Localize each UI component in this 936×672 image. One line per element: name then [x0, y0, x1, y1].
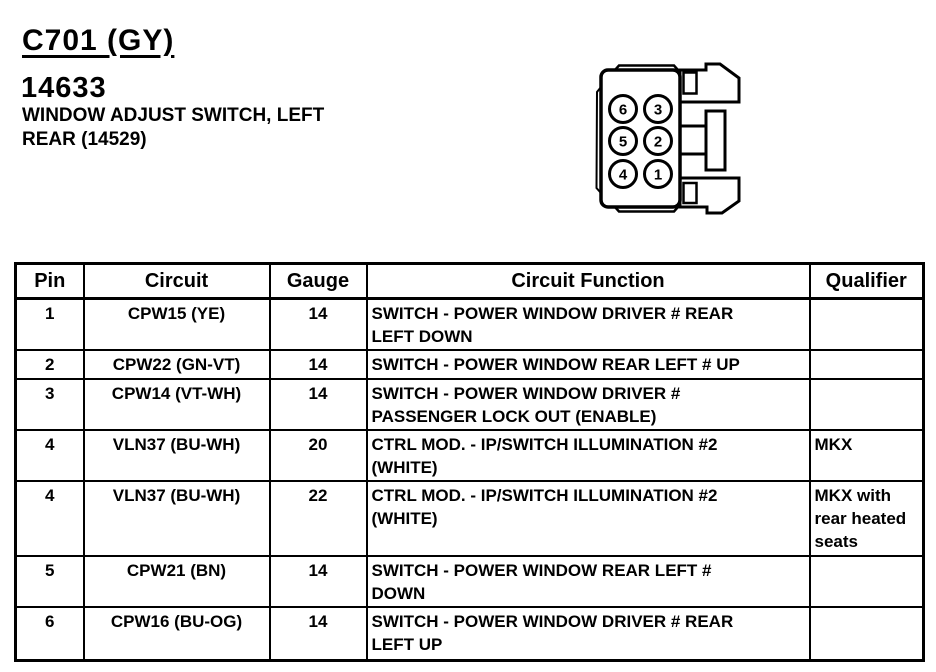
function-cell: SWITCH - POWER WINDOW REAR LEFT # UP: [365, 349, 811, 380]
pin-cell: 1: [14, 297, 85, 351]
gauge-cell: 14: [268, 555, 368, 608]
part-description: WINDOW ADJUST SWITCH, LEFT REAR (14529): [22, 105, 325, 150]
pin-number: 4: [619, 167, 628, 184]
pin-number: 2: [654, 134, 662, 151]
pin-circle-1: [643, 159, 673, 189]
gauge-cell: 14: [268, 349, 368, 380]
connector-latch-slot-top: [682, 71, 698, 95]
function-cell: SWITCH - POWER WINDOW DRIVER # REAR LEFT…: [365, 606, 811, 661]
connector-latch-middle-arm: [678, 124, 709, 156]
circuit-cell: CPW22 (GN-VT): [82, 349, 271, 380]
gauge-cell: 22: [268, 480, 368, 557]
column-header-circuit: Circuit: [82, 262, 271, 300]
part-number: 14633: [21, 72, 107, 104]
pin-circle-3: [643, 94, 673, 124]
column-header-pin: Pin: [14, 262, 85, 300]
circuit-cell: CPW15 (YE): [82, 297, 271, 351]
qualifier-cell: [808, 349, 925, 380]
function-cell: SWITCH - POWER WINDOW REAR LEFT # DOWN: [365, 555, 811, 608]
pin-number: 6: [619, 102, 627, 119]
pin-cell: 5: [14, 555, 85, 608]
table-row: 1 CPW15 (YE) 14 SWITCH - POWER WINDOW DR…: [14, 297, 925, 351]
connector-latch-slot-bottom: [682, 181, 698, 205]
function-cell: CTRL MOD. - IP/SWITCH ILLUMINATION #2 (W…: [365, 480, 811, 557]
connector-latch-bar: [704, 109, 727, 172]
column-header-gauge: Gauge: [268, 262, 368, 300]
pin-circle-6: [608, 94, 638, 124]
table-row: 4 VLN37 (BU-WH) 20 CTRL MOD. - IP/SWITCH…: [14, 429, 925, 482]
qualifier-cell: MKX: [808, 429, 925, 482]
circuit-cell: CPW14 (VT-WH): [82, 378, 271, 431]
table-row: 3 CPW14 (VT-WH) 14 SWITCH - POWER WINDOW…: [14, 378, 925, 431]
pin-cell: 4: [14, 429, 85, 482]
connector-id-title: C701 (GY): [22, 24, 175, 57]
pin-cell: 2: [14, 349, 85, 380]
gauge-cell: 20: [268, 429, 368, 482]
circuit-cell: VLN37 (BU-WH): [82, 429, 271, 482]
pin-number: 1: [654, 167, 662, 184]
column-header-function: Circuit Function: [365, 262, 811, 300]
qualifier-cell: [808, 555, 925, 608]
circuit-cell: CPW16 (BU-OG): [82, 606, 271, 661]
gauge-cell: 14: [268, 606, 368, 661]
pin-circle-2: [643, 126, 673, 156]
pin-cell: 6: [14, 606, 85, 661]
pin-number: 5: [619, 134, 627, 151]
function-cell: CTRL MOD. - IP/SWITCH ILLUMINATION #2 (W…: [365, 429, 811, 482]
table-row: 2 CPW22 (GN-VT) 14 SWITCH - POWER WINDOW…: [14, 349, 925, 380]
qualifier-cell: MKX with rear heated seats: [808, 480, 925, 557]
table-header-row: Pin Circuit Gauge Circuit Function Quali…: [14, 262, 925, 300]
function-cell: SWITCH - POWER WINDOW DRIVER # PASSENGER…: [365, 378, 811, 431]
table-row: 5 CPW21 (BN) 14 SWITCH - POWER WINDOW RE…: [14, 555, 925, 608]
pin-number: 3: [654, 102, 662, 119]
pin-circle-4: [608, 159, 638, 189]
pin-cell: 4: [14, 480, 85, 557]
circuit-cell: CPW21 (BN): [82, 555, 271, 608]
column-header-qualifier: Qualifier: [808, 262, 925, 300]
circuit-cell: VLN37 (BU-WH): [82, 480, 271, 557]
qualifier-cell: [808, 297, 925, 351]
gauge-cell: 14: [268, 297, 368, 351]
connector-diagram: 6 3 5 2 4 1: [595, 62, 741, 215]
gauge-cell: 14: [268, 378, 368, 431]
qualifier-cell: [808, 378, 925, 431]
pinout-table: Pin Circuit Gauge Circuit Function Quali…: [14, 262, 925, 662]
qualifier-cell: [808, 606, 925, 661]
table-row: 4 VLN37 (BU-WH) 22 CTRL MOD. - IP/SWITCH…: [14, 480, 925, 557]
function-cell: SWITCH - POWER WINDOW DRIVER # REAR LEFT…: [365, 297, 811, 351]
pin-cell: 3: [14, 378, 85, 431]
table-row: 6 CPW16 (BU-OG) 14 SWITCH - POWER WINDOW…: [14, 606, 925, 661]
pin-circle-5: [608, 126, 638, 156]
